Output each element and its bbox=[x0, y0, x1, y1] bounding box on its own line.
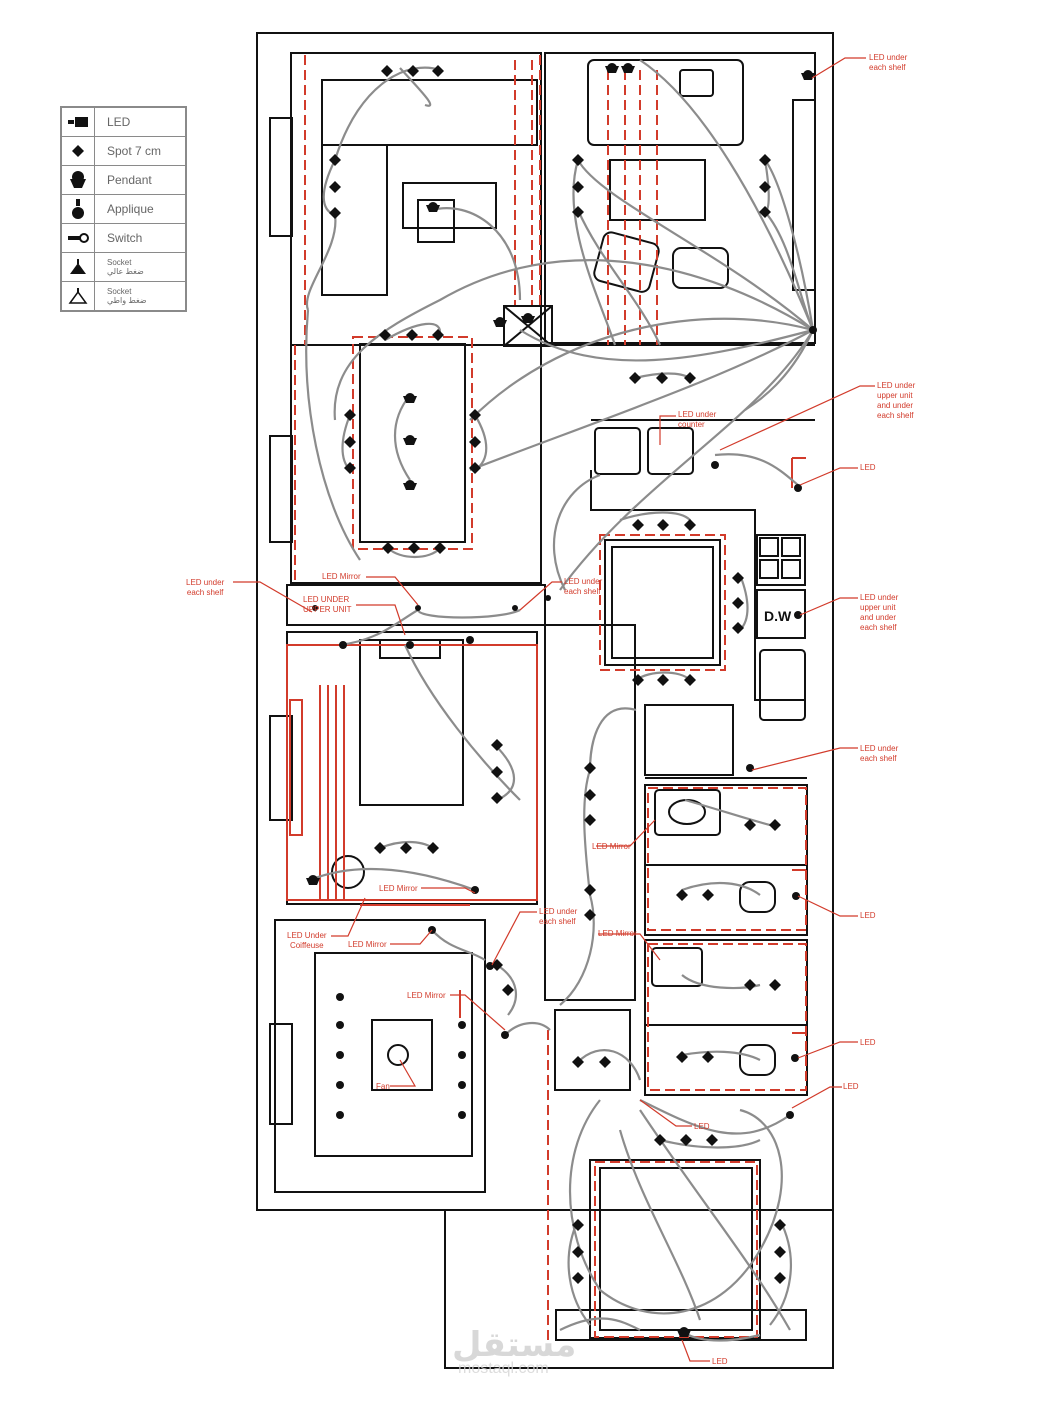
socket-high-icon bbox=[70, 259, 86, 274]
annotation-led-3: LED bbox=[843, 1082, 859, 1091]
fixtures bbox=[306, 63, 817, 1337]
legend-row-pendant: Pendant bbox=[62, 166, 185, 195]
legend-row-led: LED bbox=[62, 108, 185, 137]
annotation-led-bottom: LED bbox=[712, 1357, 728, 1366]
outer-wall bbox=[256, 32, 834, 1211]
applique-icon bbox=[72, 199, 84, 219]
annotation-mirror-3: LED Mirror bbox=[379, 884, 418, 893]
led-icon bbox=[68, 117, 88, 127]
symbol-legend: LED Spot 7 cm Pendant Applique Switch So… bbox=[60, 106, 187, 312]
legend-label: Socket bbox=[107, 258, 132, 267]
legend-row-applique: Applique bbox=[62, 195, 185, 224]
watermark-url: mostaql.com bbox=[458, 1360, 549, 1377]
legend-label: Pendant bbox=[107, 173, 152, 187]
annotation-mirror-1: LED Mirror bbox=[322, 572, 361, 581]
wiring bbox=[305, 59, 815, 1342]
legend-label: Spot 7 cm bbox=[107, 144, 162, 158]
legend-label: Socket bbox=[107, 287, 132, 296]
legend-sublabel: ضغط واطي bbox=[107, 296, 147, 305]
socket-low-icon bbox=[68, 288, 88, 304]
annotation-led-bath-1: LED bbox=[860, 911, 876, 920]
pendant-icon bbox=[70, 171, 86, 188]
switch-icon bbox=[68, 233, 89, 243]
watermark-logo: مستقل bbox=[452, 1326, 577, 1364]
spot-icon bbox=[72, 145, 84, 157]
annotation-mirror-6: LED Mirror bbox=[407, 991, 446, 1000]
annotation-mirror-5: LED Mirror bbox=[348, 940, 387, 949]
annotation-mirror-4: LED Mirror bbox=[598, 929, 637, 938]
legend-row-switch: Switch bbox=[62, 224, 185, 253]
leader-lines bbox=[233, 57, 875, 1362]
legend-row-spot: Spot 7 cm bbox=[62, 137, 185, 166]
legend-sublabel: ضغط عالي bbox=[107, 267, 144, 276]
walls bbox=[256, 32, 834, 1369]
annotation-led-4: LED bbox=[694, 1122, 710, 1131]
annotation-led-kitchen: LED bbox=[860, 463, 876, 472]
balcony-wall bbox=[444, 1080, 834, 1369]
legend-label: Switch bbox=[107, 231, 143, 245]
annotation-led-bath-2: LED bbox=[860, 1038, 876, 1047]
dishwasher-label: D.W bbox=[764, 608, 792, 624]
fan-label: Fan bbox=[376, 1082, 390, 1091]
legend-label: Applique bbox=[107, 202, 154, 216]
led-strips bbox=[286, 55, 807, 1340]
annotation-mirror-2: LED Mirror bbox=[592, 842, 631, 851]
legend-label: LED bbox=[107, 115, 131, 129]
